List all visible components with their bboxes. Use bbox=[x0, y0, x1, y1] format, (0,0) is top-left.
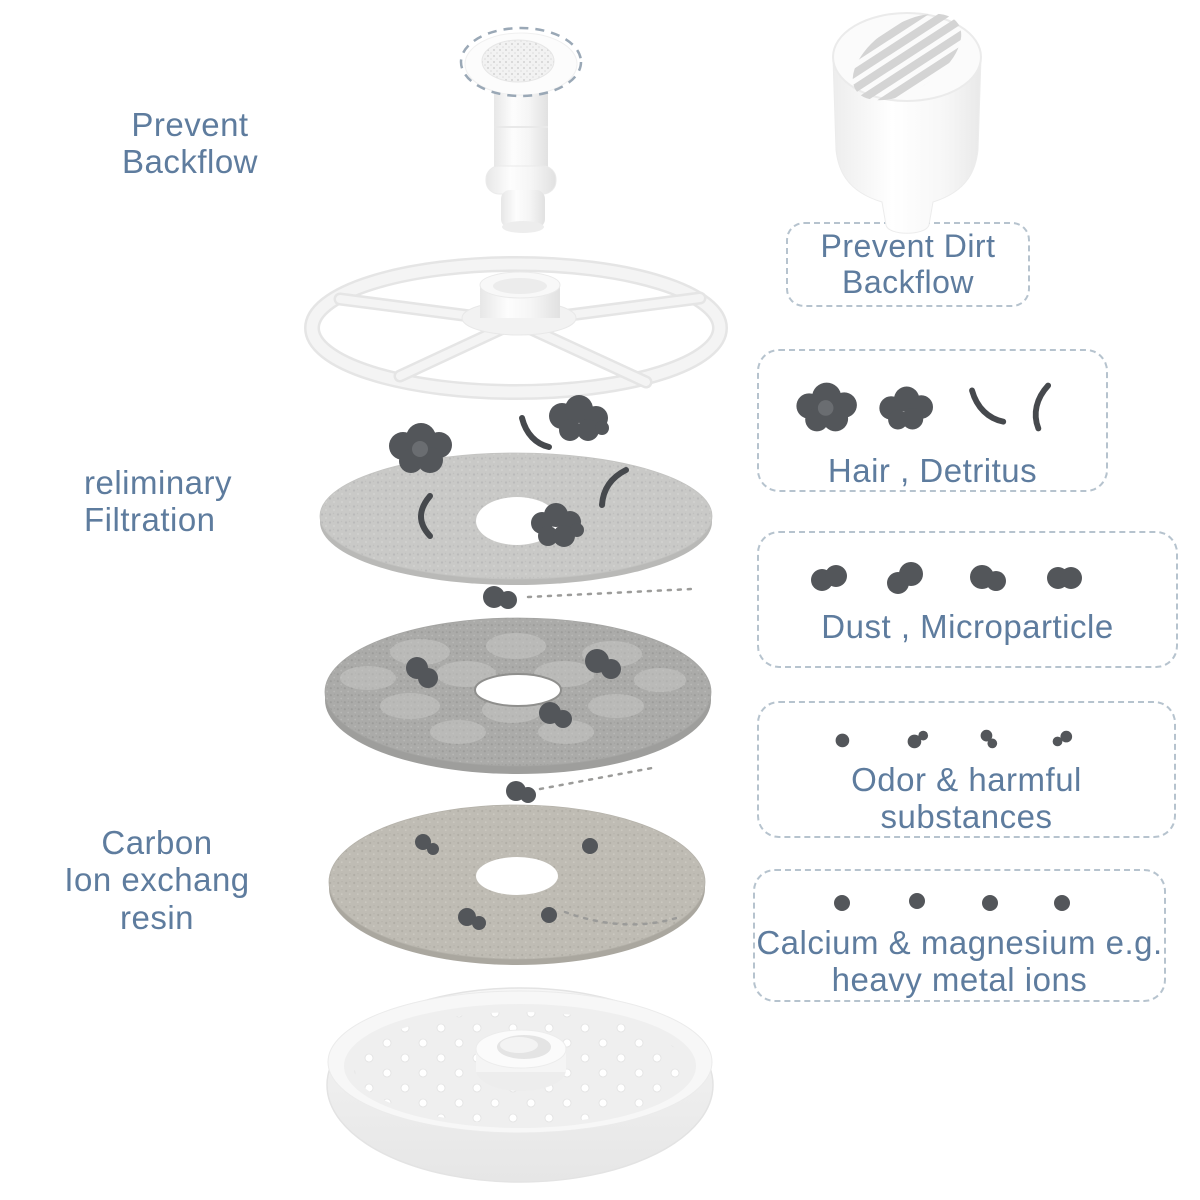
ion-dot-icon bbox=[908, 893, 925, 909]
callout-label: Hair , Detritus bbox=[827, 452, 1038, 490]
dust-pair-icon bbox=[483, 586, 517, 609]
dust-pair-icon bbox=[969, 565, 1006, 591]
label-line: Filtration bbox=[84, 501, 216, 539]
dust-pair-icon bbox=[585, 649, 621, 679]
callout-line: Prevent Dirt bbox=[820, 227, 996, 264]
particle-pair-icon bbox=[980, 729, 997, 749]
bottom-tray-illustration bbox=[326, 987, 714, 1183]
label-line: Carbon bbox=[101, 824, 213, 861]
callout-line: Calcium & magnesium e.g. bbox=[756, 924, 1163, 961]
hair-strand-icon bbox=[1032, 382, 1051, 432]
callout-label: Dust , Microparticle bbox=[821, 608, 1114, 645]
dust-microparticle-callout: Dust , Microparticle bbox=[757, 531, 1178, 668]
ion-dot-icon bbox=[981, 895, 998, 911]
odor-substances-callout: Odor & harmful substances bbox=[757, 701, 1176, 838]
hair-detritus-particles bbox=[389, 395, 629, 547]
ion-dot-icon bbox=[1053, 895, 1070, 911]
dust-pair-icon bbox=[886, 562, 923, 594]
particle-pair-icon bbox=[907, 730, 928, 749]
preliminary-filtration-label: reliminary Filtration bbox=[84, 464, 304, 539]
dust-particles bbox=[406, 586, 694, 803]
hair-strand-icon bbox=[599, 467, 629, 508]
resin-dashed-arc bbox=[563, 910, 682, 926]
hair-detritus-icons bbox=[795, 382, 1051, 432]
label-line: Prevent bbox=[131, 106, 249, 143]
label-line: resin bbox=[119, 898, 195, 936]
fine-filter-disc-illustration bbox=[324, 617, 712, 774]
dust-trail-dashed-line bbox=[538, 766, 654, 791]
callout-line: Odor & harmful bbox=[851, 761, 1082, 799]
callout-line: Backflow bbox=[841, 263, 975, 300]
odor-substances-icons bbox=[835, 729, 1072, 749]
callout-line: substances bbox=[880, 798, 1053, 836]
hair-cluster-icon bbox=[389, 423, 452, 473]
hair-cluster-icon bbox=[531, 503, 584, 547]
hair-strand-icon bbox=[519, 415, 552, 450]
dust-pair-icon bbox=[406, 657, 438, 688]
hair-cluster-icon bbox=[878, 386, 933, 430]
dust-pair-icon bbox=[506, 781, 536, 803]
dust-pair-icon bbox=[539, 702, 572, 728]
preliminary-filter-disc-illustration bbox=[319, 452, 713, 585]
spoke-wheel-illustration bbox=[304, 256, 728, 400]
backflow-highlight-dashed-ellipse bbox=[459, 26, 583, 98]
dust-pair-icon bbox=[1046, 567, 1082, 589]
carbon-resin-disc-illustration bbox=[328, 804, 706, 965]
cartridge-grill-slats-icon bbox=[837, 0, 977, 118]
tray-holes-pattern bbox=[354, 1012, 686, 1124]
hair-detritus-callout: Hair , Detritus bbox=[757, 349, 1108, 492]
dust-pair-icon bbox=[810, 565, 847, 591]
prevent-backflow-label: Prevent Backflow bbox=[75, 106, 305, 181]
particle-dot-icon bbox=[835, 733, 849, 748]
prevent-dirt-backflow-callout: Prevent Dirt Backflow bbox=[786, 222, 1030, 307]
callout-line: heavy metal ions bbox=[831, 960, 1088, 998]
calcium-magnesium-icons bbox=[833, 893, 1070, 911]
calcium-magnesium-callout: Calcium & magnesium e.g. heavy metal ion… bbox=[753, 869, 1166, 1002]
ion-dot-icon bbox=[415, 834, 598, 930]
label-line: Ion exchang bbox=[64, 861, 250, 899]
hair-cluster-icon bbox=[549, 395, 609, 441]
label-line: reliminary bbox=[84, 464, 233, 501]
top-valve-illustration bbox=[459, 26, 583, 233]
label-line: Backflow bbox=[121, 143, 259, 181]
carbon-ion-resin-label: Carbon Ion exchang resin bbox=[32, 824, 282, 936]
filter-cartridge-illustration bbox=[832, 0, 982, 234]
ion-dot-icon bbox=[833, 895, 850, 911]
hair-cluster-icon bbox=[795, 382, 857, 432]
hair-strand-icon bbox=[418, 493, 433, 539]
dust-microparticle-icons bbox=[810, 562, 1082, 594]
particle-pair-icon bbox=[1052, 730, 1072, 747]
dust-trail-dashed-line bbox=[526, 587, 694, 599]
hair-strand-icon bbox=[968, 387, 1006, 425]
